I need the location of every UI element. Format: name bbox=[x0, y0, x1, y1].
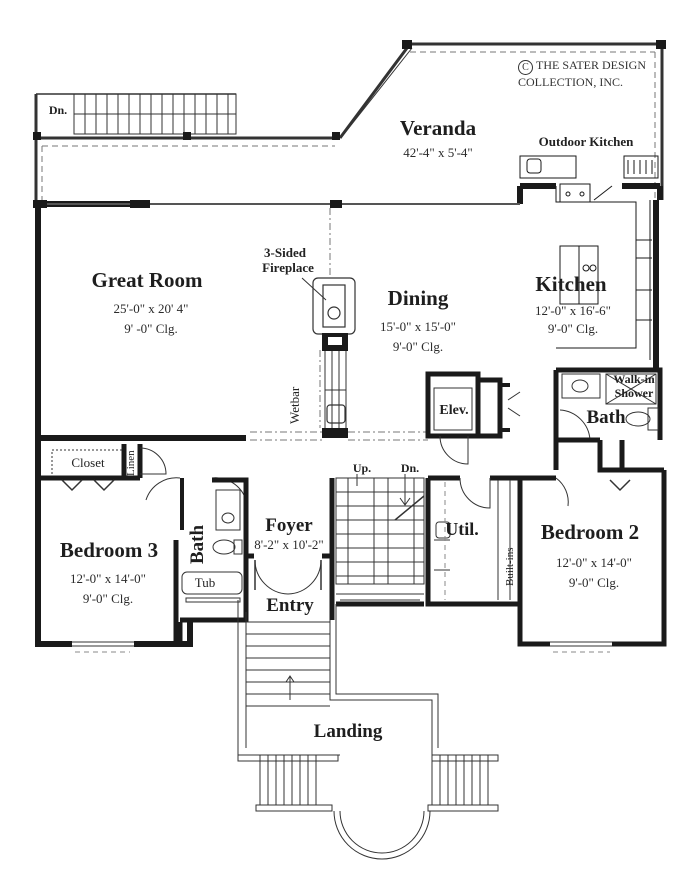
stair-up-label: Up. bbox=[352, 461, 372, 475]
linen-label: Linen bbox=[125, 450, 137, 476]
dining-dims: 15'-0" x 15'-0" bbox=[380, 319, 456, 334]
stair-down-label: Dn. bbox=[400, 461, 420, 475]
fireplace-label-line2: Fireplace bbox=[262, 260, 314, 275]
great-room-ceiling: 9' -0" Clg. bbox=[124, 321, 178, 336]
dining-ceiling: 9'-0" Clg. bbox=[392, 339, 444, 354]
interior-stair bbox=[335, 474, 425, 607]
kitchen-ceiling: 9'-0" Clg. bbox=[547, 321, 599, 336]
foyer-dims: 8'-2" x 10'-2" bbox=[254, 537, 324, 552]
bedroom2-label: Bedroom 2 bbox=[540, 520, 640, 544]
util-label: Util. bbox=[445, 519, 479, 539]
veranda-label: Veranda bbox=[399, 116, 477, 140]
veranda-stair bbox=[73, 93, 237, 135]
bedroom2-walls bbox=[517, 467, 667, 653]
landing-label: Landing bbox=[313, 721, 383, 742]
elevator bbox=[425, 371, 521, 465]
tub-label: Tub bbox=[194, 575, 216, 590]
bedroom2-dims: 12'-0" x 14'-0" bbox=[556, 555, 632, 570]
bedroom3-ceiling: 9'-0" Clg. bbox=[82, 591, 134, 606]
great-room-label: Great Room bbox=[91, 268, 203, 292]
entry-stair-landing bbox=[237, 600, 499, 860]
master-bath bbox=[553, 367, 663, 473]
kitchen-label: Kitchen bbox=[535, 272, 607, 296]
great-room-dims: 25'-0" x 20' 4" bbox=[113, 301, 189, 316]
bath2 bbox=[145, 477, 249, 644]
kitchen-dims: 12'-0" x 16'-6" bbox=[535, 303, 611, 318]
master-bath-label: Bath bbox=[586, 407, 626, 428]
veranda-dims: 42'-4" x 5'-4" bbox=[403, 145, 473, 160]
outdoor-kitchen-label: Outdoor Kitchen bbox=[538, 134, 634, 149]
closet-label: Closet bbox=[71, 455, 105, 470]
wetbar-label: Wetbar bbox=[287, 386, 302, 424]
entry-label: Entry bbox=[266, 595, 314, 616]
bedroom2-ceiling: 9'-0" Clg. bbox=[568, 575, 620, 590]
fireplace bbox=[301, 277, 356, 438]
bedroom3-label: Bedroom 3 bbox=[59, 538, 159, 562]
elevator-label: Elev. bbox=[439, 403, 469, 418]
walk-in-shower-line2: Shower bbox=[614, 386, 654, 400]
copyright-line2: COLLECTION, INC. bbox=[518, 75, 623, 89]
bedroom3-dims: 12'-0" x 14'-0" bbox=[70, 571, 146, 586]
walk-in-shower-line1: Walk-in bbox=[613, 372, 655, 386]
fireplace-label-line1: 3-Sided bbox=[264, 245, 306, 260]
copyright-line1: THE SATER DESIGN bbox=[536, 58, 646, 72]
bedroom3-window bbox=[72, 641, 134, 647]
room-dividers bbox=[250, 208, 428, 441]
dining-label: Dining bbox=[387, 286, 449, 310]
foyer-label: Foyer bbox=[265, 515, 313, 536]
copyright-icon: C bbox=[518, 60, 533, 75]
bath2-label: Bath bbox=[187, 524, 208, 564]
utility bbox=[425, 475, 520, 607]
kitchen-walls bbox=[519, 155, 659, 370]
closet-linen bbox=[38, 444, 167, 492]
foyer-entry bbox=[246, 478, 335, 620]
veranda-stair-down-label: Dn. bbox=[48, 103, 68, 117]
builtins-label: Built-ins bbox=[504, 547, 516, 586]
bedroom3-walls bbox=[38, 622, 183, 647]
